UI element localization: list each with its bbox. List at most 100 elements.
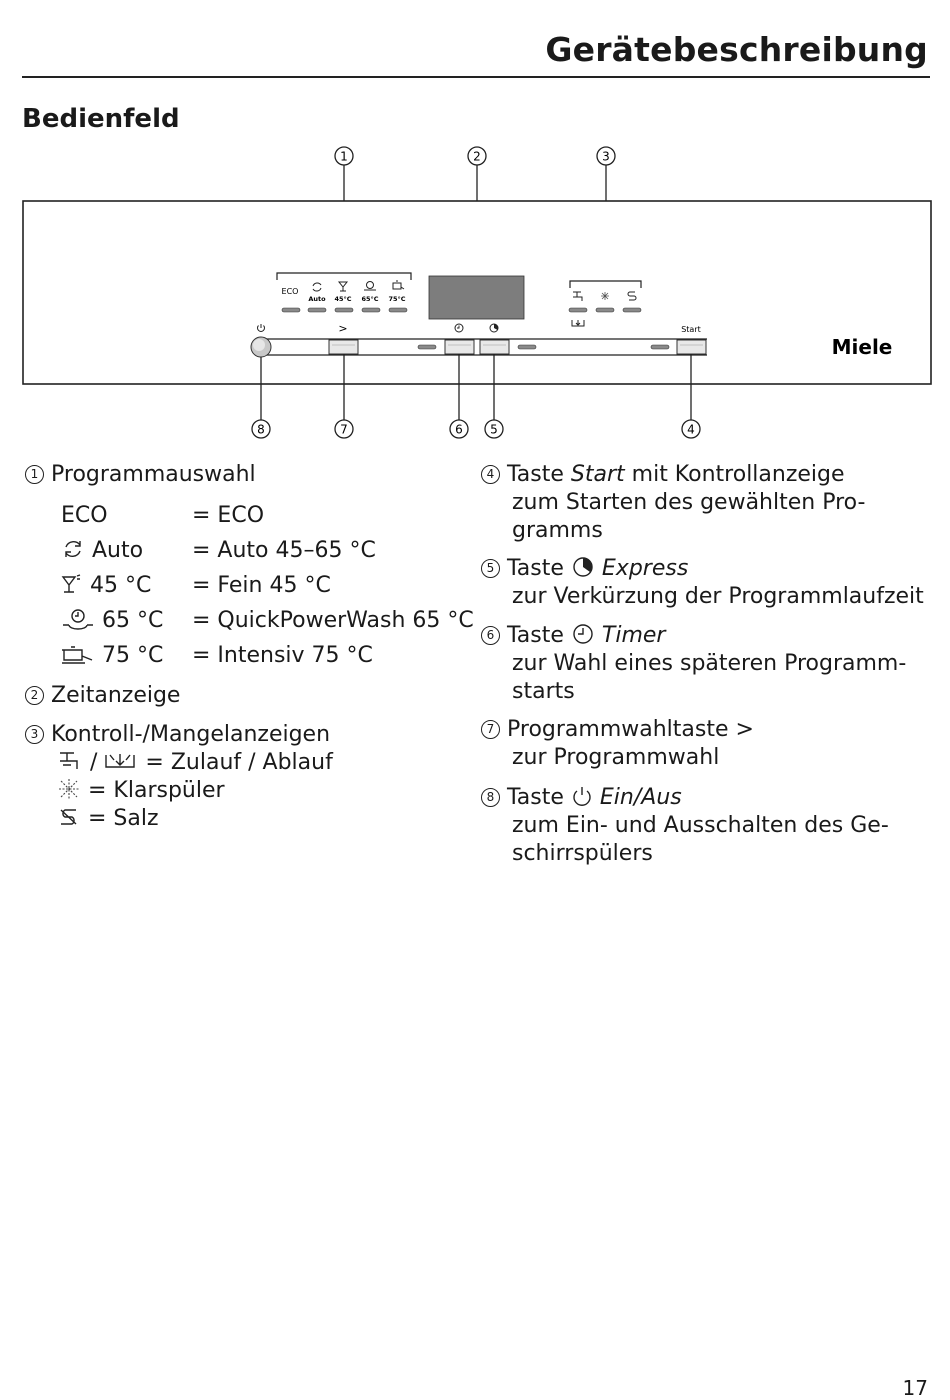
glass-icon [61, 574, 81, 593]
control-panel-diagram: 1 2 3 ECO Auto 45°C 65°C 75°C [22, 146, 932, 439]
auto-cycle-icon [312, 282, 322, 292]
callout-8-label: 8 [257, 423, 265, 437]
timer-icon [573, 624, 593, 644]
header-rule [22, 76, 930, 78]
item-3-line-3: = Salz [57, 805, 159, 833]
item-3-line-1-text: = Zulauf / Ablauf [145, 750, 333, 775]
indicator-bracket [569, 280, 642, 288]
program-value-45: = Fein 45 °C [192, 573, 331, 598]
program-row-75: 75 °C [61, 643, 163, 668]
callout-5-label: 5 [490, 423, 498, 437]
item-2: 2 Zeitanzeige [25, 682, 180, 710]
water-inlet-icon [573, 291, 583, 301]
salt-icon [627, 291, 637, 301]
program-row-65: 65 °C [61, 608, 163, 633]
item-2-title: Zeitanzeige [51, 683, 181, 708]
glass-icon [337, 281, 349, 292]
panel-label-65: 65°C [361, 295, 378, 303]
callout-3-label: 3 [602, 150, 610, 164]
program-label: 75 °C [102, 643, 164, 668]
item-4: 4 Taste Start mit Kontrollanzeige [481, 461, 931, 489]
program-label: 65 °C [102, 608, 164, 633]
program-value-75: = Intensiv 75 °C [192, 643, 373, 668]
auto-cycle-icon [65, 541, 81, 557]
item-8-number: 8 [481, 788, 500, 807]
rinse-aid-icon [601, 292, 609, 300]
item-7-title: Programmwahltaste > [507, 717, 754, 742]
express-icon [489, 323, 499, 333]
pot-icon [62, 646, 93, 664]
item-3-number: 3 [25, 725, 44, 744]
item-3: 3 Kontroll-/Mangelanzeigen [25, 721, 330, 749]
item-3-line-2: = Klarspüler [57, 777, 225, 805]
power-key-name: Ein/Aus [599, 785, 682, 810]
item-7-desc-1: zur Programmwahl [512, 745, 720, 770]
item-4-desc-1: zum Starten des gewählten Pro- [512, 490, 866, 515]
item-3-title: Kontroll-/Mangelanzeigen [51, 722, 331, 747]
power-icon [257, 324, 265, 332]
water-inlet-icon [60, 752, 78, 769]
callout-2-label: 2 [473, 150, 481, 164]
express-icon [573, 557, 593, 577]
next-symbol: > [338, 322, 347, 335]
item-1-title: Programmauswahl [51, 462, 256, 487]
item-1: 1 Programmauswahl [25, 461, 256, 489]
item-5-number: 5 [481, 559, 500, 578]
section-title: Bedienfeld [22, 104, 180, 134]
quickpower-icon [364, 281, 376, 291]
start-label: Start [681, 325, 701, 334]
item-6-desc-1: zur Wahl eines späteren Programm- [512, 651, 907, 676]
express-button [479, 339, 510, 355]
panel-label-eco: ECO [282, 287, 299, 296]
callout-4-label: 4 [687, 423, 695, 437]
item-3-line-1: / = Zulauf / Ablauf [57, 749, 333, 777]
item-3-line-2-text: = Klarspüler [88, 778, 225, 803]
program-label: 45 °C [90, 573, 152, 598]
rinse-aid-icon [59, 779, 79, 799]
timer-icon [454, 323, 464, 333]
item-7: 7 Programmwahltaste > [481, 716, 754, 744]
pot-icon [392, 280, 405, 290]
page-header-title: Gerätebeschreibung [545, 30, 928, 69]
start-key-name: Start [570, 462, 625, 487]
time-display [428, 275, 525, 320]
slash: / [90, 750, 98, 775]
item-3-line-3-text: = Salz [88, 806, 159, 831]
item-8-desc-2: schirrspülers [512, 841, 653, 866]
item-8-desc-1: zum Ein- und Ausschalten des Ge- [512, 813, 889, 838]
callout-1-label: 1 [340, 150, 348, 164]
timer-button [444, 339, 475, 355]
program-value-auto: = Auto 45–65 °C [192, 538, 376, 563]
panel-label-45: 45°C [334, 295, 351, 303]
callout-7-label: 7 [340, 423, 348, 437]
quickpower-icon [63, 609, 93, 630]
item-8: 8 Taste Ein/Aus [481, 784, 682, 812]
program-value-65: = QuickPowerWash 65 °C [192, 608, 474, 633]
panel-label-auto: Auto [308, 295, 326, 303]
program-row-45: 45 °C [61, 573, 151, 598]
drain-icon [105, 754, 136, 768]
item-4-number: 4 [481, 465, 500, 484]
item-6-desc-2: starts [512, 679, 575, 704]
program-row-auto: Auto [61, 538, 143, 563]
start-button [676, 339, 707, 355]
item-6-number: 6 [481, 626, 500, 645]
program-button [328, 339, 359, 355]
miele-logo: Miele [832, 335, 893, 359]
program-label: Auto [92, 538, 144, 563]
item-1-number: 1 [25, 465, 44, 484]
item-5: 5 Taste Express [481, 555, 688, 583]
drain-icon [571, 320, 585, 327]
salt-icon [60, 809, 77, 825]
program-row-eco: ECO [61, 503, 108, 528]
express-key-name: Express [601, 556, 689, 581]
item-4-desc-2: gramms [512, 518, 603, 543]
program-leds [281, 307, 408, 313]
timer-key-name: Timer [601, 623, 666, 648]
power-icon [573, 787, 591, 806]
strip-leds [417, 344, 670, 350]
item-2-number: 2 [25, 686, 44, 705]
program-value-eco: = ECO [192, 503, 265, 528]
callout-6-label: 6 [455, 423, 463, 437]
item-6: 6 Taste Timer [481, 622, 665, 650]
